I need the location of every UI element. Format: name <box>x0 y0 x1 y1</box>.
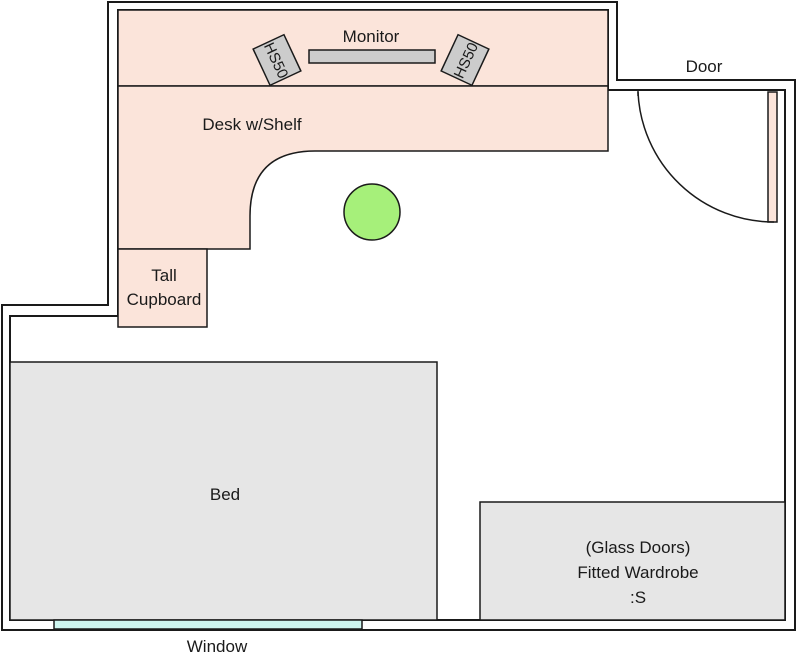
tall-cupboard <box>117 248 208 328</box>
cupboard-label-line2: Cupboard <box>127 290 202 309</box>
desk-label: Desk w/Shelf <box>202 115 301 134</box>
speaker-left: HS50 <box>252 33 302 87</box>
chair <box>343 183 401 241</box>
shelf <box>117 9 609 87</box>
monitor <box>308 49 436 64</box>
window <box>53 619 363 630</box>
wardrobe-label-line1: (Glass Doors) <box>586 538 691 557</box>
door-swing <box>637 91 775 223</box>
wardrobe-label-line3: :S <box>630 588 646 607</box>
monitor-label: Monitor <box>343 27 400 46</box>
door-leaf <box>767 91 778 223</box>
wardrobe-label-line2: Fitted Wardrobe <box>577 563 698 582</box>
desk <box>117 85 609 250</box>
window-label: Window <box>187 637 248 656</box>
cupboard-label-line1: Tall <box>151 266 177 285</box>
bed <box>9 361 438 621</box>
outer-wall <box>1 1 796 631</box>
door-label: Door <box>686 57 723 76</box>
bed-label: Bed <box>210 485 240 504</box>
speaker-right: HS50 <box>440 33 490 87</box>
fitted-wardrobe <box>479 501 786 621</box>
